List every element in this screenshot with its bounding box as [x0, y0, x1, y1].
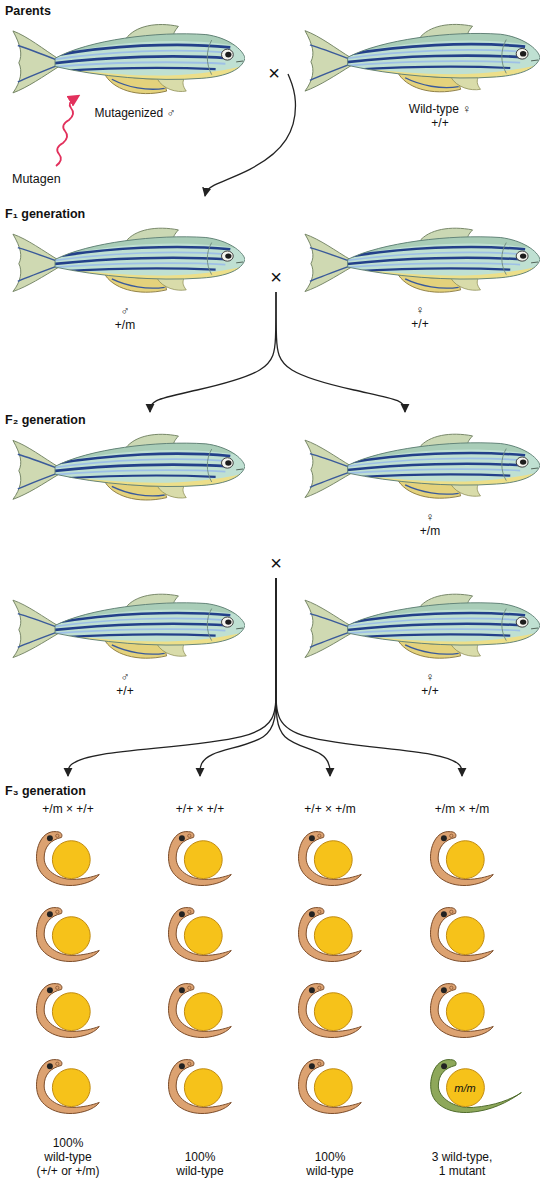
word: (+/+: [36, 1164, 57, 1178]
embryo-illustration: [431, 908, 494, 962]
fish-label: ♀: [421, 670, 438, 684]
generation-heading: Parents: [5, 4, 51, 19]
generation-heading: F₃ generation: [5, 784, 86, 799]
embryo-illustration: [169, 984, 232, 1038]
genotype-label: +/m: [115, 318, 135, 332]
word: 1: [439, 1164, 446, 1178]
word: 3: [432, 1150, 439, 1164]
cross-arrow: [200, 578, 276, 776]
fish-node: ♂+/+: [8, 588, 248, 700]
fish-node: ♀+/+: [298, 588, 542, 700]
cross-arrow: [205, 74, 295, 196]
fish-label: ♂: [115, 304, 135, 318]
label-group: ♀+/m: [420, 510, 440, 538]
offspring-result: 3 wild-type, 1 mutant: [428, 1150, 496, 1178]
word: wild-type,: [442, 1150, 493, 1164]
embryo-illustration: [169, 1060, 232, 1114]
embryo-illustration: [299, 984, 362, 1038]
embryo-illustration: [431, 984, 494, 1038]
fish-node: Mutagenized ♂: [8, 18, 248, 128]
cross-symbol: ×: [260, 60, 288, 86]
word: 100%: [185, 1150, 216, 1164]
word: or: [61, 1164, 72, 1178]
label-group: Wild-type ♀+/+: [409, 102, 471, 130]
cross-genotype: +/m × +/m: [435, 802, 489, 816]
generation-heading: F₁ generation: [5, 207, 85, 222]
embryo-illustration: [299, 832, 362, 886]
offspring-result: 100% wild-type: [296, 1150, 364, 1178]
zebrafish-illustration: [13, 590, 245, 666]
fish-node: Wild-type ♀+/+: [298, 18, 542, 138]
embryo-illustration: [37, 1060, 100, 1114]
cross-arrow: [150, 292, 276, 412]
word: mutant: [449, 1164, 486, 1178]
cross-mark: ×: [262, 550, 290, 578]
genotype-label: +/+: [421, 684, 438, 698]
cross-arrow: [276, 578, 330, 776]
embryo-illustration: [431, 832, 494, 886]
fish-label: ♀: [420, 510, 440, 524]
zebrafish-illustration: [13, 430, 245, 508]
word: wild-type: [306, 1164, 353, 1178]
zebrafish-illustration: [13, 224, 245, 300]
fish-node: ♀+/+: [298, 222, 542, 334]
fish-label: ♀: [411, 303, 428, 317]
fish-label: Wild-type ♀: [409, 102, 471, 116]
cross-mark: ×: [260, 60, 288, 88]
embryo-illustration: [37, 832, 100, 886]
offspring-result: 100% wild-type (+/+ or +/m): [34, 1136, 102, 1178]
label-group: Mutagenized ♂: [94, 106, 175, 120]
genotype-label: m/m: [454, 1081, 475, 1096]
fish-node: ♀+/m: [298, 412, 542, 542]
embryo-illustration: [37, 984, 100, 1038]
cross-symbol: ×: [262, 550, 290, 576]
embryo-illustration: [169, 832, 232, 886]
cross-mark: ×: [262, 264, 290, 292]
fish-label: ♂: [116, 670, 133, 684]
word: wild-type: [44, 1150, 91, 1164]
zebrafish-illustration: [305, 224, 540, 300]
embryo-illustration: [299, 1060, 362, 1114]
embryo-illustration: [299, 908, 362, 962]
cross-genotype: +/+ × +/+: [176, 802, 224, 816]
zebrafish-illustration: [13, 20, 245, 102]
offspring-column: +/m × +/m 3 wild-type, 1 mutant: [399, 776, 525, 1180]
fish-label: Mutagenized ♂: [94, 106, 175, 120]
word: +/m): [75, 1164, 99, 1178]
cross-arrow: [276, 292, 405, 412]
offspring-column: +/m × +/+ 100% wild-type (+/+ or +/m): [5, 776, 131, 1180]
label-group: ♀+/+: [411, 303, 428, 331]
zebrafish-illustration: [305, 430, 540, 506]
label-group: ♂+/+: [116, 670, 133, 698]
cross-arrow: [68, 578, 276, 776]
offspring-column: +/+ × +/m 100% wild-type: [267, 776, 393, 1180]
genotype-label: +/+: [409, 116, 471, 130]
word: 100%: [315, 1150, 346, 1164]
mutagen-label: Mutagen: [12, 172, 61, 187]
word: 100%: [53, 1136, 84, 1150]
cross-arrow: [276, 578, 462, 776]
embryo-illustration: [37, 908, 100, 962]
cross-genotype: +/+ × +/m: [304, 802, 355, 816]
word: wild-type: [176, 1164, 223, 1178]
mutant-embryo: [431, 1060, 522, 1113]
cross-genotype: +/m × +/+: [42, 802, 93, 816]
label-group: ♀+/+: [421, 670, 438, 698]
genotype-label: +/+: [411, 317, 428, 331]
mutagen-arrow: [56, 98, 75, 166]
label-group: ♂+/m: [115, 304, 135, 332]
offspring-column: +/+ × +/+ 100% wild-type: [137, 776, 263, 1180]
genotype-label: +/+: [116, 684, 133, 698]
embryo-illustration: [169, 908, 232, 962]
zebrafish-illustration: [305, 590, 540, 666]
zebrafish-illustration: [305, 20, 540, 100]
offspring-result: 100% wild-type: [166, 1150, 234, 1178]
genotype-label: +/m: [420, 524, 440, 538]
cross-symbol: ×: [262, 264, 290, 290]
generation-heading: F₂ generation: [5, 413, 86, 428]
